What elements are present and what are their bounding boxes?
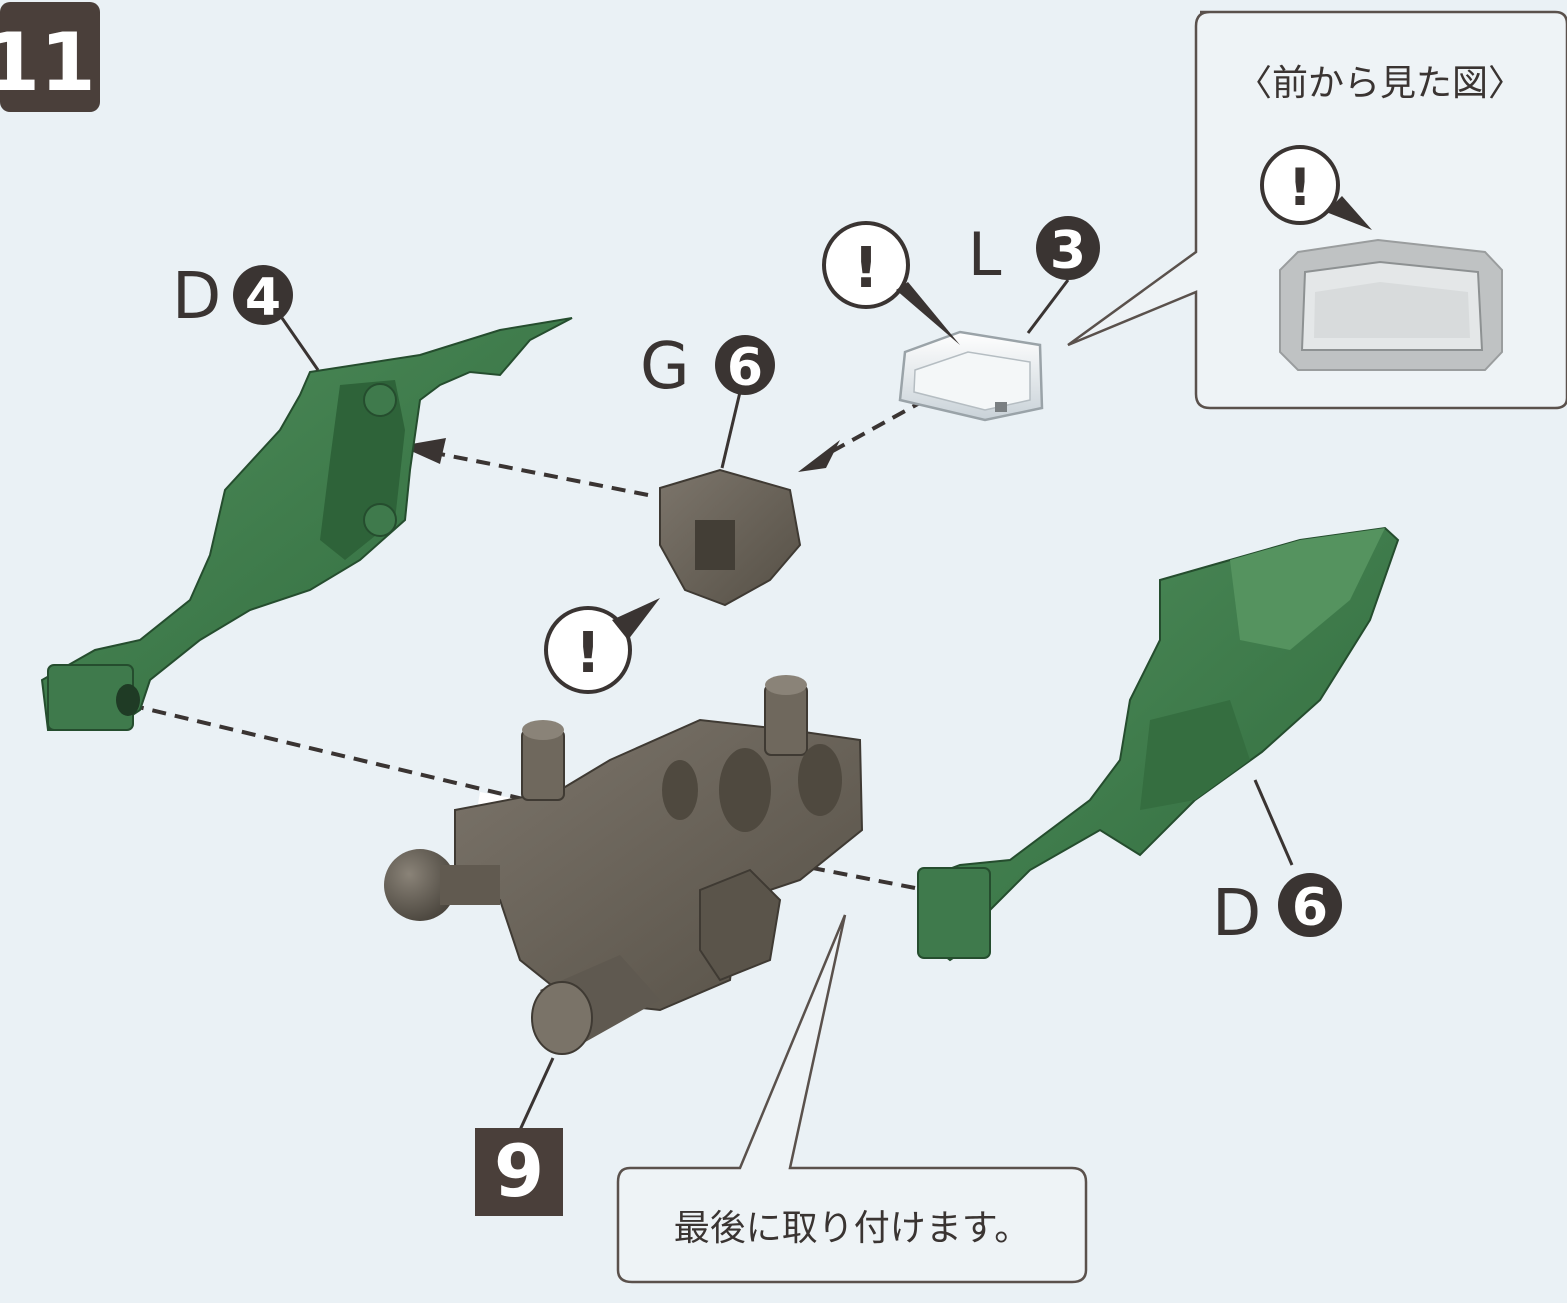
exclamation-mark: ! [1288,158,1312,218]
part-d4 [40,317,573,731]
label-d6-letter: D [1212,877,1261,951]
label-g6: G 6 [640,330,775,469]
label-9-number: 9 [494,1129,544,1213]
exclamation-mark: ! [853,236,879,301]
label-d6: D 6 [1212,779,1342,951]
step-number: 11 [0,16,96,109]
front-view-title: 〈前から見た図〉 [1236,63,1524,104]
part-l3 [898,330,1044,422]
label-d4-letter: D [172,260,221,334]
exclamation-icon: ! [544,598,660,694]
label-l3-number: 3 [1050,221,1086,281]
label-g6-letter: G [640,330,690,404]
label-d4: D 4 [172,260,320,371]
front-view-callout: 〈前から見た図〉 ! [1067,10,1567,410]
exclamation-mark: ! [575,621,601,686]
exclamation-icon: ! [1260,145,1372,230]
label-d4-number: 4 [245,268,281,328]
step-number-badge: 11 [0,2,100,112]
label-d6-number: 6 [1292,878,1328,938]
front-view-clear-part [1279,238,1503,371]
label-subassembly-9: 9 [475,1057,563,1216]
label-l3-letter: L [968,220,1002,290]
part-subassembly-9 [384,675,864,1055]
label-g6-number: 6 [727,338,763,398]
part-d6 [917,526,1400,962]
part-g6 [659,468,802,607]
exclamation-icon: ! [822,221,960,345]
label-l3: L 3 [968,216,1100,334]
note-callout: 最後に取り付けます。 [616,914,1088,1284]
note-text: 最後に取り付けます。 [674,1208,1030,1249]
